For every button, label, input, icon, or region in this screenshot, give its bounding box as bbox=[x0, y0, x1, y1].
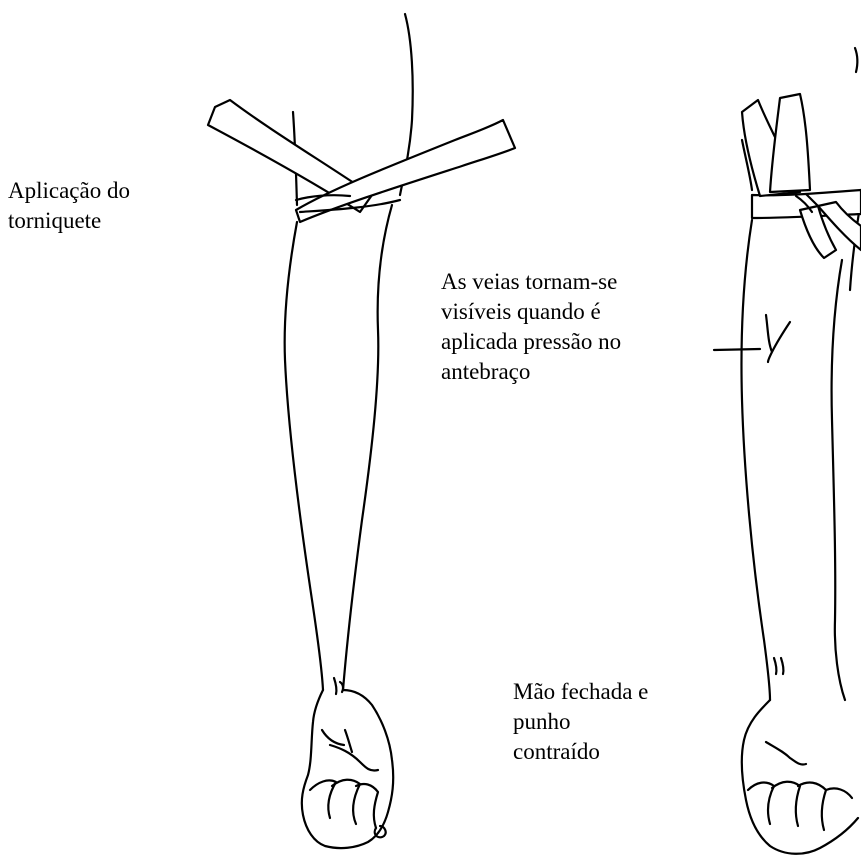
label-veins-line-3: aplicada pressão no bbox=[441, 327, 621, 357]
left-fist-thumb bbox=[330, 745, 378, 771]
right-fist-finger-2 bbox=[772, 782, 800, 826]
right-tourniquet-loop-mid bbox=[770, 94, 810, 192]
left-fist-thumb-base bbox=[322, 730, 352, 752]
left-forearm-left-edge bbox=[285, 222, 323, 690]
label-fist-line-3: contraído bbox=[513, 737, 648, 767]
left-arm-drawing bbox=[208, 14, 515, 848]
right-forearm-right-edge bbox=[832, 260, 845, 700]
label-tourniquet-application: Aplicação do torniquete bbox=[8, 176, 130, 236]
right-forearm-left-edge bbox=[741, 220, 770, 700]
right-fist-thumb bbox=[766, 742, 806, 765]
label-veins-line-1: As veias tornam-se bbox=[441, 267, 621, 297]
left-forearm-right-edge bbox=[343, 205, 392, 690]
label-tourniquet-line-1: Aplicação do bbox=[8, 176, 130, 206]
right-fist-outline bbox=[742, 700, 858, 854]
label-fist-line-2: punho bbox=[513, 707, 648, 737]
label-veins-visible: As veias tornam-se visíveis quando é apl… bbox=[441, 267, 621, 387]
right-arm-drawing bbox=[714, 48, 861, 854]
left-wrist-mark bbox=[334, 678, 343, 694]
vein-pointer-line bbox=[714, 349, 760, 350]
label-tourniquet-line-2: torniquete bbox=[8, 206, 130, 236]
right-upper-arm-tip bbox=[855, 48, 857, 72]
label-veins-line-2: visíveis quando é bbox=[441, 297, 621, 327]
right-fist-finger-4 bbox=[826, 788, 852, 798]
label-fist-line-1: Mão fechada e bbox=[513, 677, 648, 707]
label-closed-fist: Mão fechada e punho contraído bbox=[513, 677, 648, 767]
right-wrist-mark bbox=[774, 658, 783, 674]
right-arm-vein bbox=[766, 315, 790, 362]
right-fist-finger-3 bbox=[798, 783, 826, 830]
left-fist-finger-3 bbox=[356, 784, 378, 828]
label-veins-line-4: antebraço bbox=[441, 357, 621, 387]
left-fist-outline bbox=[302, 690, 393, 848]
